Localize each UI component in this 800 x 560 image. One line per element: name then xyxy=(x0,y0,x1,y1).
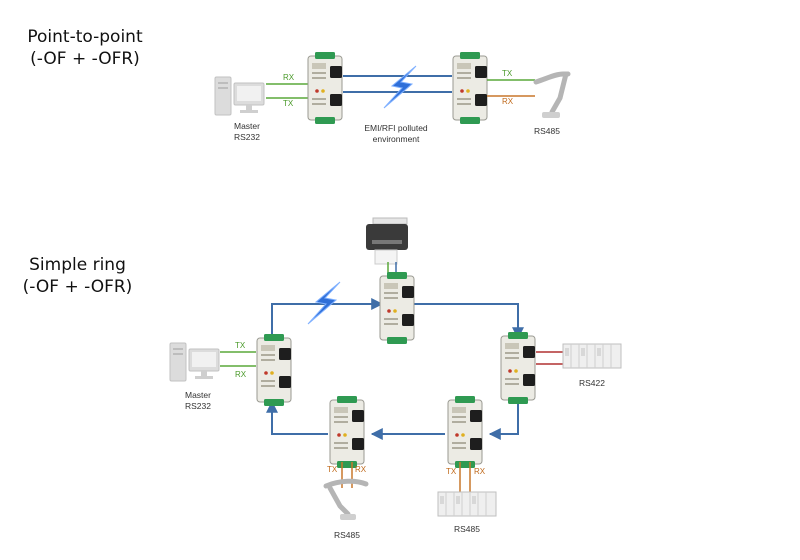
rs485-plc-icon xyxy=(437,491,497,517)
ring-converter-rs422 xyxy=(500,331,536,405)
ring-section: Master RS232 TX RX RS422 TX RX RS485 TX xyxy=(169,217,622,540)
ring-heading-subtitle: (-OF + -OFR) xyxy=(22,277,133,297)
p2p-tx-left-label: TX xyxy=(283,99,294,108)
ring-rx-plc-label: RX xyxy=(474,467,486,476)
p2p-heading-subtitle: (-OF + -OFR) xyxy=(30,49,140,69)
printer-icon xyxy=(366,217,408,265)
ring-heading-title: Simple ring xyxy=(29,255,126,275)
ring-converter-printer xyxy=(379,271,415,345)
ring-heading: Simple ring (-OF + -OFR) xyxy=(10,254,145,298)
ring-fiber-segment-3 xyxy=(488,398,519,440)
ring-rs485-left-label: RS485 xyxy=(334,530,360,540)
ring-robot-arm-icon xyxy=(323,478,369,520)
ring-fiber-segment-2 xyxy=(412,303,524,340)
p2p-master-label: Master xyxy=(234,121,260,131)
ring-master-sublabel: RS232 xyxy=(185,401,211,411)
ring-master-pc-icon xyxy=(169,342,220,382)
p2p-tx-right-label: TX xyxy=(502,69,513,78)
robot-arm-icon xyxy=(533,71,571,118)
rs422-plc-icon xyxy=(562,343,622,369)
ring-converter-plc xyxy=(447,395,483,469)
p2p-emi-sublabel: environment xyxy=(373,134,420,144)
p2p-master-sublabel: RS232 xyxy=(234,132,260,142)
p2p-rx-left-label: RX xyxy=(283,73,295,82)
p2p-rs485-label: RS485 xyxy=(534,126,560,136)
ring-converter-arm xyxy=(329,395,365,469)
p2p-converter-left xyxy=(307,51,343,125)
p2p-lightning-icon xyxy=(383,65,417,109)
p2p-heading-title: Point-to-point xyxy=(27,27,143,47)
p2p-section: Master RS232 RX TX EMI/RFI polluted envi… xyxy=(214,51,571,144)
ring-fiber-segment-5 xyxy=(266,400,328,435)
ring-rx-arm-label: RX xyxy=(355,465,367,474)
p2p-emi-label: EMI/RFI polluted xyxy=(364,123,428,133)
p2p-heading: Point-to-point (-OF + -OFR) xyxy=(10,26,160,70)
ring-fiber-segment-1 xyxy=(271,298,384,340)
ring-tx-master-label: TX xyxy=(235,341,246,350)
p2p-converter-right xyxy=(452,51,488,125)
ring-rx-master-label: RX xyxy=(235,370,247,379)
ring-converter-master xyxy=(256,333,292,407)
master-pc-icon xyxy=(214,76,265,116)
p2p-rx-right-label: RX xyxy=(502,97,514,106)
ring-master-label: Master xyxy=(185,390,211,400)
ring-tx-plc-label: TX xyxy=(446,467,457,476)
ring-tx-arm-label: TX xyxy=(327,465,338,474)
ring-rs422-label: RS422 xyxy=(579,378,605,388)
ring-rs485-right-label: RS485 xyxy=(454,524,480,534)
